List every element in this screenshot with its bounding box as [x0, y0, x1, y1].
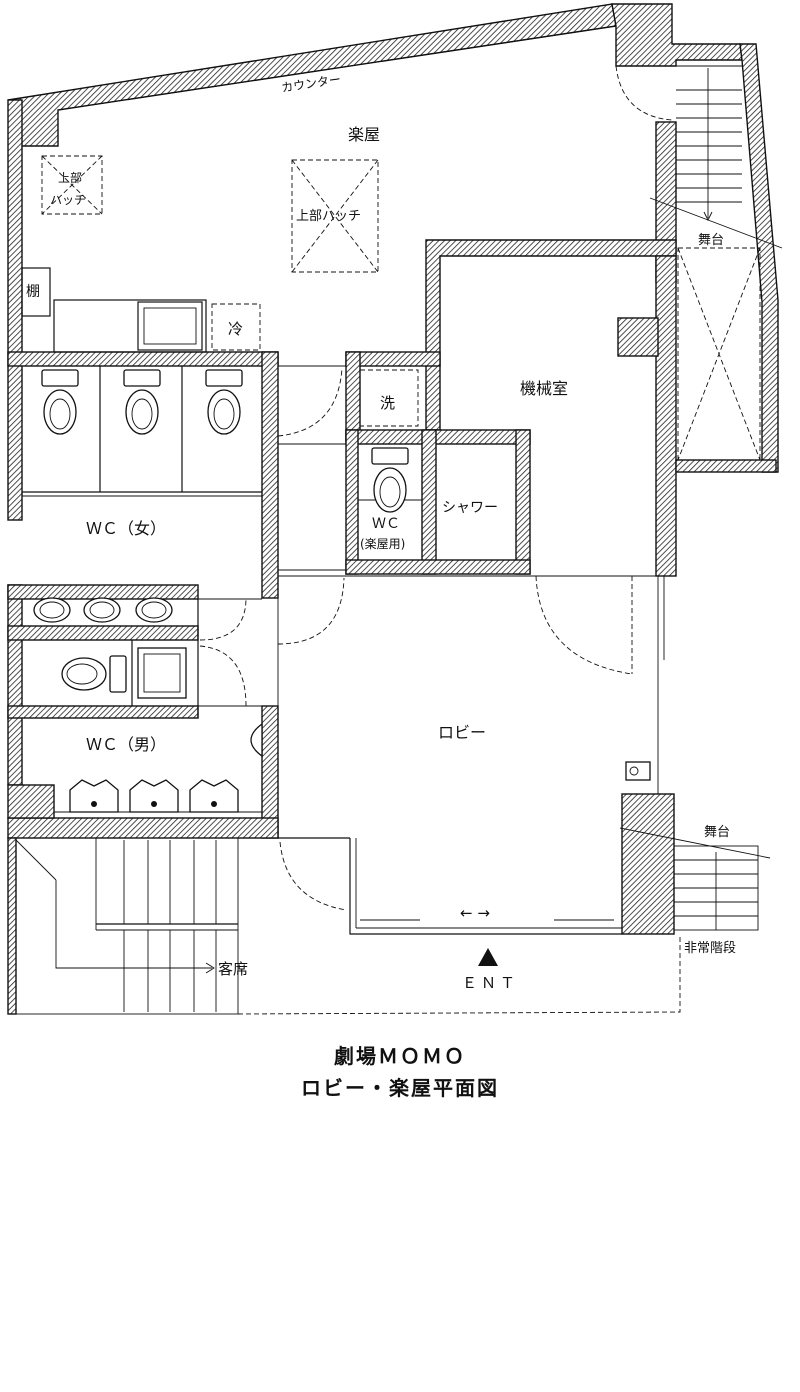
basin-1-in	[39, 601, 65, 619]
label-wc-men: ＷＣ（男）	[86, 735, 166, 754]
label-hatch-large: 上部ハッチ	[296, 209, 361, 224]
wall-lobby-right	[621, 793, 675, 935]
toilet-1	[41, 369, 79, 435]
top-wall	[7, 3, 617, 147]
wall-wc-men-top	[7, 705, 199, 719]
toilet-3	[205, 369, 243, 435]
washer-box	[359, 369, 419, 427]
lobby-bottom	[349, 838, 622, 935]
wall-bwc-mid	[421, 429, 437, 575]
door-swing-5	[535, 575, 633, 675]
hand-basin	[250, 722, 263, 758]
toilets	[41, 369, 409, 813]
toilet-2	[123, 369, 161, 435]
label-emergency-stairs: 非常階段	[684, 941, 736, 956]
label-stage-top: 舞台	[698, 233, 724, 248]
kitchen-counter	[53, 299, 207, 353]
counter-outline	[57, 25, 617, 111]
door-swing-3	[199, 645, 247, 707]
wall-bwc-bottom	[345, 559, 531, 575]
door-swing-4	[277, 577, 345, 645]
wall-bwc-left	[345, 429, 359, 575]
stair-arrow-head	[205, 962, 215, 974]
basin-2-in	[89, 601, 115, 619]
plan-title-line2: ロビー・楽屋平面図	[301, 1076, 499, 1100]
vending-dot	[629, 766, 639, 776]
hatch-small-box	[41, 155, 103, 215]
label-fridge: 冷	[228, 320, 243, 338]
labels: カウンター 楽屋 上部 ハッチ 上部ハッチ 棚 冷 洗 機械室 ＷＣ（女） ＷＣ…	[26, 72, 736, 992]
label-seats: 客席	[218, 960, 248, 978]
wall-sink-bottom	[7, 625, 199, 641]
wall-wc-top	[7, 351, 279, 367]
basin-3-in	[141, 601, 167, 619]
basin-2	[83, 597, 121, 623]
site-dashed	[237, 936, 681, 1015]
stage-x2	[677, 247, 761, 461]
basin-1	[33, 597, 71, 623]
wall-wc-men-bottom	[7, 817, 279, 839]
label-wc-backstage: ＷＣ	[372, 516, 400, 532]
label-hatch-small-2: ハッチ	[50, 193, 86, 207]
hatch-small-x2	[41, 155, 103, 215]
toilet-men	[61, 655, 127, 693]
wall-wc-men-corner	[7, 784, 55, 819]
stage-box-top	[677, 247, 761, 461]
wall-bwc-top	[345, 429, 531, 445]
wall-left-lower	[7, 584, 23, 786]
slop-sink-in	[143, 653, 181, 693]
shelf-box	[21, 267, 51, 317]
wall-left-stair	[7, 837, 17, 1015]
wall-block-top-right	[611, 3, 743, 67]
label-door-arrows: ← →	[460, 904, 490, 922]
fridge-box	[211, 303, 261, 351]
wall-wc-sink	[7, 584, 199, 600]
label-machine-room: 機械室	[520, 379, 568, 398]
label-hatch-small-1: 上部	[58, 170, 82, 185]
stair-arrow-line	[55, 880, 212, 969]
stage-cut-bottom	[619, 827, 771, 859]
door-swing-2	[199, 597, 247, 641]
wall-stair-bottom	[675, 459, 777, 473]
stair-outline	[15, 837, 239, 1015]
label-gakuya: 楽屋	[348, 125, 380, 144]
door-swing-6	[279, 841, 347, 911]
door-swing-1	[277, 367, 343, 437]
label-wc-women: ＷＣ（女）	[86, 519, 166, 538]
entrance-arrow	[478, 948, 498, 966]
stage-cut-top	[649, 197, 783, 249]
rstair-door	[615, 65, 673, 121]
kitchen-sink	[137, 301, 203, 351]
wall-stair-right	[739, 43, 779, 473]
wall-wc-right	[261, 351, 279, 599]
label-shelf: 棚	[26, 284, 40, 300]
toilet-backstage	[371, 447, 409, 513]
stair-diag	[15, 839, 57, 881]
wall-machine-notch	[617, 317, 659, 357]
basin-3	[135, 597, 173, 623]
urinal-2	[129, 779, 179, 813]
wall-washer-left	[345, 351, 361, 441]
hatch-large-box	[291, 159, 379, 273]
label-stage-bottom: 舞台	[704, 825, 730, 840]
label-shower: シャワー	[442, 500, 498, 516]
urinal-3	[189, 779, 239, 813]
kitchen-sink-inner	[143, 307, 197, 345]
wall-left-upper	[7, 99, 23, 521]
slop-sink	[137, 647, 187, 699]
wall-machine-right	[655, 255, 677, 577]
label-wc-backstage-sub: (楽屋用)	[360, 537, 405, 551]
urinal-1	[69, 779, 119, 813]
plan-title-line1: 劇場ＭＯＭＯ	[334, 1044, 466, 1068]
label-lobby: ロビー	[438, 723, 486, 742]
label-entrance: ＥＮＴ	[462, 974, 519, 992]
label-washer: 洗	[380, 394, 395, 412]
wall-shower-right	[515, 429, 531, 575]
